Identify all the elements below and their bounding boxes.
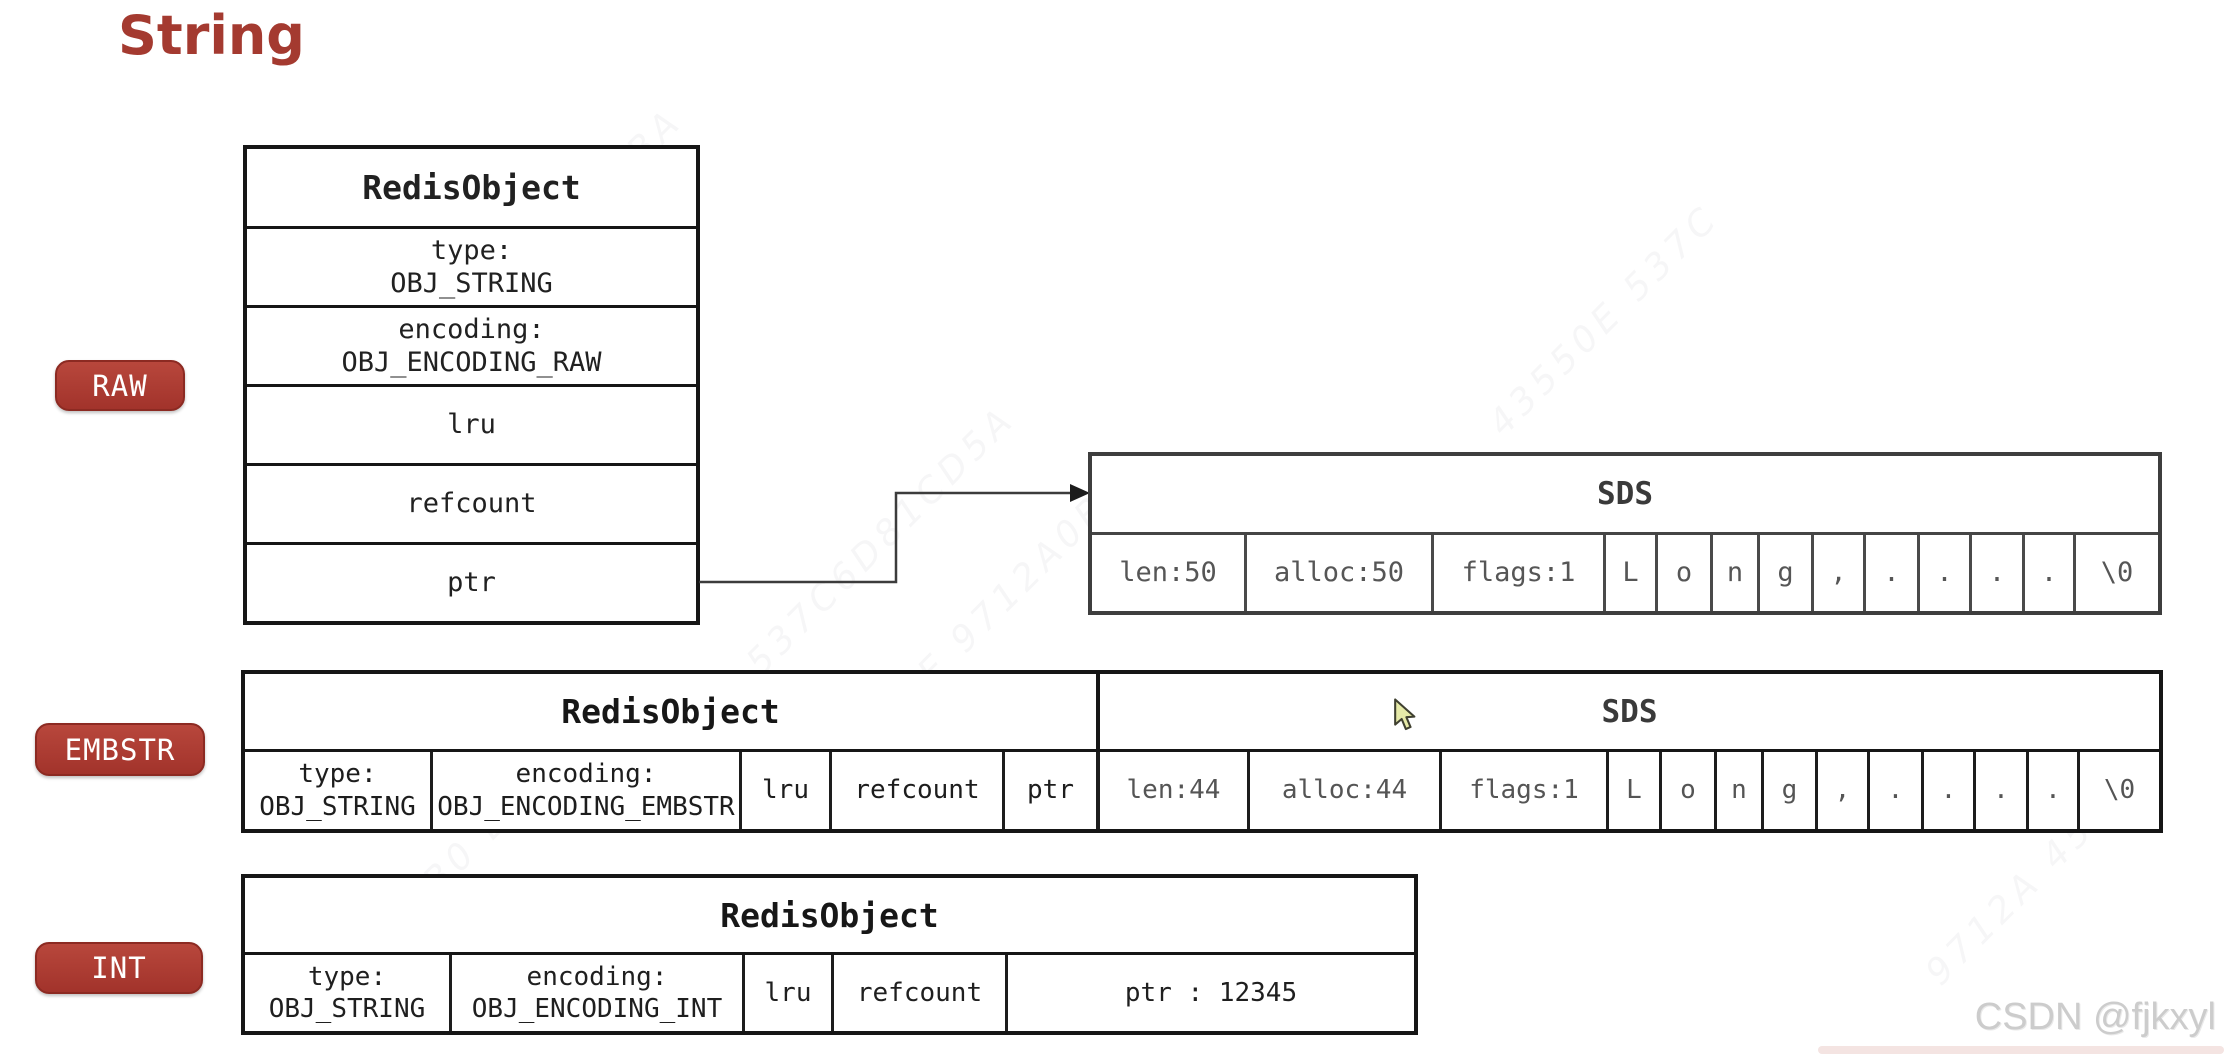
embstr-cell: ,: [1818, 752, 1870, 829]
embstr-cell: o: [1662, 752, 1717, 829]
raw-sds-cell: .: [1866, 535, 1920, 611]
embstr-cell: ptr: [1005, 752, 1100, 829]
embstr-cell: refcount: [832, 752, 1005, 829]
raw-sds-cell: flags:1: [1434, 535, 1606, 611]
int-redisobject-title: RedisObject: [245, 878, 1414, 955]
int-cell: type: OBJ_STRING: [245, 955, 452, 1031]
embstr-cell: g: [1764, 752, 1818, 829]
background-watermark-text: 9712A 45: [1917, 807, 2104, 994]
raw-redisobject-title: RedisObject: [362, 168, 581, 208]
embstr-cell: lru: [742, 752, 832, 829]
raw-field-refcount: refcount: [247, 463, 696, 542]
raw-sds-cell: L: [1606, 535, 1658, 611]
raw-field-lru: lru: [247, 384, 696, 463]
raw-field-encoding: encoding: OBJ_ENCODING_RAW: [247, 305, 696, 384]
csdn-watermark: CSDN @fjkxyl: [1974, 996, 2216, 1038]
int-encoding-badge: INT: [35, 942, 203, 994]
mouse-cursor-icon: [1394, 698, 1416, 731]
raw-sds-cell: o: [1658, 535, 1713, 611]
int-cell: ptr : 12345: [1124, 977, 1298, 1008]
embstr-cell: len:44: [1100, 752, 1250, 829]
raw-sds-cell: len:50: [1092, 535, 1247, 611]
embstr-cell: .: [1924, 752, 1976, 829]
int-cell: encoding: OBJ_ENCODING_INT: [452, 955, 745, 1031]
ptr-to-sds-arrow: [699, 484, 1090, 584]
embstr-cell: .: [1870, 752, 1924, 829]
embstr-cell: flags:1: [1442, 752, 1609, 829]
raw-redisobject-box: RedisObject type: OBJ_STRING encoding: O…: [243, 145, 700, 625]
background-watermark-text: 43550E 537C: [1480, 196, 1728, 445]
embstr-cell: .: [1976, 752, 2029, 829]
bottom-pink-strip: [1818, 1046, 2224, 1054]
embstr-cell: n: [1717, 752, 1764, 829]
raw-sds-cell: n: [1713, 535, 1760, 611]
embstr-redisobject-title: RedisObject: [245, 674, 1100, 749]
raw-sds-cell: \0: [2100, 557, 2134, 589]
raw-sds-cell: .: [2025, 535, 2076, 611]
raw-sds-cell: .: [1920, 535, 1972, 611]
page-title: String: [118, 4, 305, 67]
embstr-cell: L: [1609, 752, 1662, 829]
embstr-cell: .: [2029, 752, 2080, 829]
raw-encoding-badge: RAW: [55, 360, 185, 411]
embstr-cell: encoding: OBJ_ENCODING_EMBSTR: [433, 752, 742, 829]
raw-sds-cell: alloc:50: [1247, 535, 1434, 611]
int-cell: lru: [745, 955, 834, 1031]
raw-sds-cell: g: [1760, 535, 1814, 611]
raw-sds-cell: ,: [1814, 535, 1866, 611]
int-cell: refcount: [834, 955, 1008, 1031]
raw-field-ptr: ptr: [247, 542, 696, 621]
embstr-cell: type: OBJ_STRING: [245, 752, 433, 829]
embstr-sds-title: SDS: [1601, 693, 1658, 730]
raw-field-type: type: OBJ_STRING: [247, 226, 696, 305]
raw-sds-cell: .: [1972, 535, 2025, 611]
embstr-encoding-badge: EMBSTR: [35, 723, 205, 776]
embstr-cell: \0: [2103, 775, 2136, 806]
raw-sds-title: SDS: [1092, 456, 2158, 535]
embstr-cell: alloc:44: [1250, 752, 1442, 829]
